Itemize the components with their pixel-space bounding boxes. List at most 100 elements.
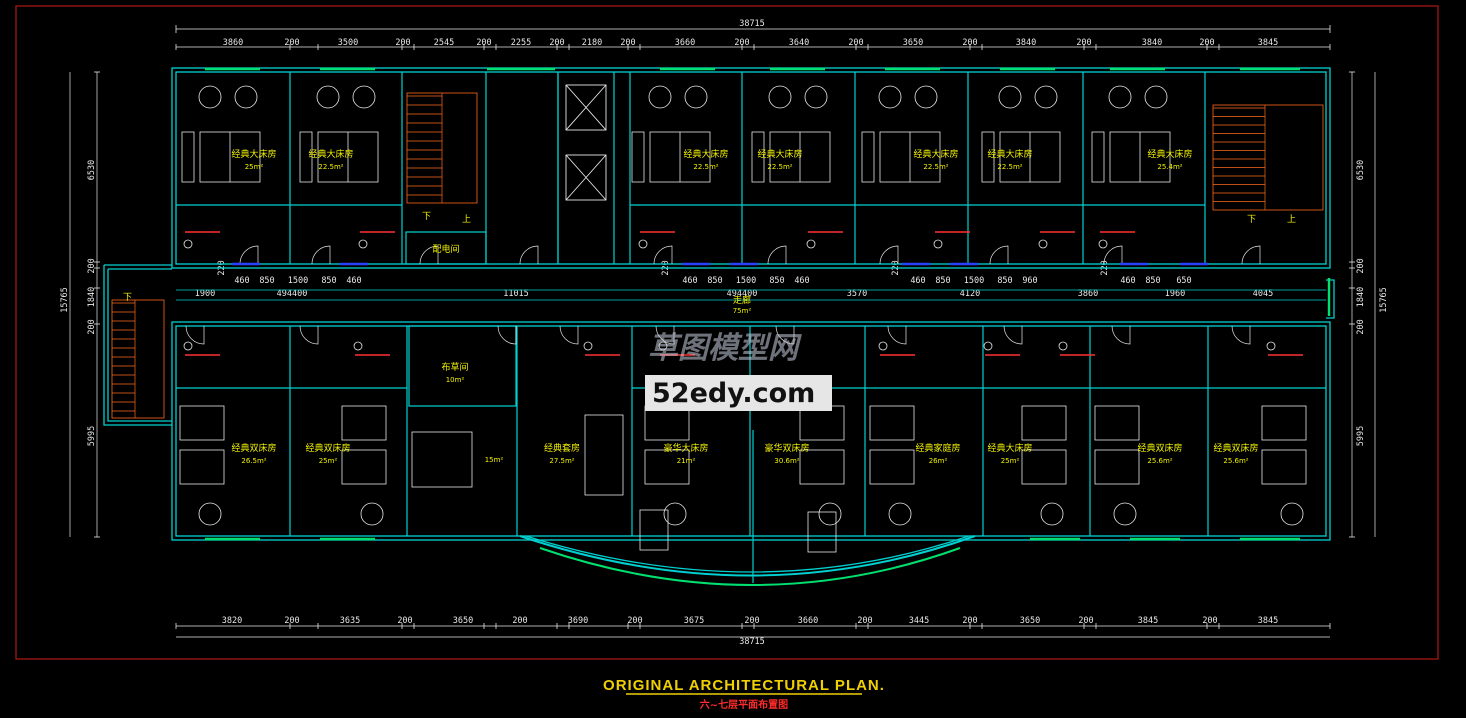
dim-top-14: 3650 [903, 38, 923, 48]
dimension-ticks [94, 25, 1355, 629]
dim-corridor-lower-4: 3570 [847, 289, 867, 299]
toilet-upper-2 [638, 239, 648, 249]
desk-twin [807, 511, 837, 553]
room-lower-area-0: 26.5m² [241, 457, 266, 465]
dim-bottom-15: 200 [1078, 616, 1093, 626]
dim-top-16: 3840 [1016, 38, 1036, 48]
elevator-shafts [565, 84, 607, 201]
watermark-line1: 草图模型网 [648, 331, 802, 366]
bed-lower-b-3 [799, 449, 845, 485]
dim-corridor-upper-2-0: 460 [910, 276, 925, 286]
dim-top-13: 200 [848, 38, 863, 48]
dim-top-11: 200 [734, 38, 749, 48]
chair-upper-6 [1144, 85, 1168, 109]
room-lower-area-6: 30.6m² [774, 457, 799, 465]
room-lower-label-9: 经典双床房 [1137, 442, 1182, 454]
chair-lower-3 [818, 502, 842, 526]
dim-corridor-upper-0-3: 850 [321, 276, 336, 286]
dim-corridor-lower-2: 11015 [503, 289, 529, 299]
dim-bottom-0: 3820 [222, 616, 242, 626]
dim-bottom-6: 3690 [568, 616, 588, 626]
headboard-upper-4 [861, 131, 875, 183]
door-upper-9 [1241, 245, 1261, 265]
dim-corridor-upper-1-4: 460 [794, 276, 809, 286]
door-upper-7 [989, 245, 1009, 265]
toilet-lower-2 [583, 341, 593, 351]
toilet-upper-5 [1038, 239, 1048, 249]
corridor-label: 走廊 [733, 294, 751, 306]
room-upper-label-1: 经典大床房 [308, 148, 353, 160]
dim-top-7: 200 [549, 38, 564, 48]
electrical-room-wall [405, 231, 487, 265]
stair-up-label: 上 [462, 214, 471, 225]
dim-corridor-upper-2-3: 850 [997, 276, 1012, 286]
room-upper-area-6: 22.5m² [997, 163, 1022, 171]
sofa-suite [584, 414, 624, 496]
bed-lower-a-1 [341, 405, 387, 441]
dim-corridor-upper-2-2: 1500 [964, 276, 984, 286]
toilet-upper-4 [933, 239, 943, 249]
dimension-lines [69, 28, 1376, 638]
dim-top-1: 200 [284, 38, 299, 48]
table-upper-2 [648, 85, 672, 109]
dim-left-4: 5995 [87, 426, 97, 446]
dim-bottom-11: 200 [857, 616, 872, 626]
stair-down-label-2: 下 [1247, 215, 1256, 225]
chair-upper-1 [352, 85, 376, 109]
bed-lower-b-2 [644, 449, 690, 485]
chair-lower-4 [888, 502, 912, 526]
dim-corridor-upper-1-1: 850 [707, 276, 722, 286]
chair-lower-1 [360, 502, 384, 526]
door-lower-6 [887, 325, 907, 345]
dim-top-15: 200 [962, 38, 977, 48]
dim-right-total: 15765 [1379, 287, 1389, 313]
bathroom-fixtures [183, 231, 1303, 356]
dim-top-3: 200 [395, 38, 410, 48]
toilet-lower-0 [183, 341, 193, 351]
room-lower-area-3: 15m² [485, 456, 504, 464]
dim-top-12: 3640 [789, 38, 809, 48]
room-lower-label-8: 经典大床房 [987, 442, 1032, 454]
bed-lower-a-5 [1021, 405, 1067, 441]
doors [185, 245, 1261, 345]
table-upper-6 [1108, 85, 1132, 109]
chair-lower-2 [663, 502, 687, 526]
table-upper-0 [198, 85, 222, 109]
dim-left-0: 6530 [87, 160, 97, 180]
door-upper-5 [767, 245, 787, 265]
dim-top-2: 3500 [338, 38, 358, 48]
door-lower-7 [1003, 325, 1023, 345]
toilet-lower-1 [353, 341, 363, 351]
toilet-upper-6 [1098, 239, 1108, 249]
bed-lower-b-1 [341, 449, 387, 485]
chair-upper-0 [234, 85, 258, 109]
room-upper-area-7: 25.4m² [1157, 163, 1182, 171]
room-upper-area-0: 25m² [245, 163, 264, 171]
toilet-lower-5 [983, 341, 993, 351]
room-upper-label-6: 经典大床房 [987, 148, 1032, 160]
door-lower-0 [185, 325, 205, 345]
dim-corridor-upper-3-2: 650 [1176, 276, 1191, 286]
dim-top-0: 3860 [223, 38, 243, 48]
dim-right-3: 200 [1356, 319, 1366, 334]
drawing-frame [15, 5, 1439, 660]
chair-lower-0 [198, 502, 222, 526]
room-upper-label-5: 经典大床房 [913, 148, 958, 160]
table-upper-3 [768, 85, 792, 109]
room-upper-area-4: 22.5m² [767, 163, 792, 171]
chair-lower-5 [1040, 502, 1064, 526]
door-upper-6 [879, 245, 899, 265]
dim-bottom-1: 200 [284, 616, 299, 626]
furniture [179, 85, 1307, 553]
dim-corridor-upper-0-0: 460 [234, 276, 249, 286]
dim-top-4: 2545 [434, 38, 454, 48]
bed-lower-a-7 [1261, 405, 1307, 441]
windows [205, 67, 1331, 586]
headboard-upper-3 [751, 131, 765, 183]
room-upper-area-5: 22.5m² [923, 163, 948, 171]
linen-room-wall [408, 325, 517, 407]
dim-top-10: 3660 [675, 38, 695, 48]
stair-up-label-2: 上 [1287, 214, 1296, 225]
door-lower-8 [1111, 325, 1131, 345]
